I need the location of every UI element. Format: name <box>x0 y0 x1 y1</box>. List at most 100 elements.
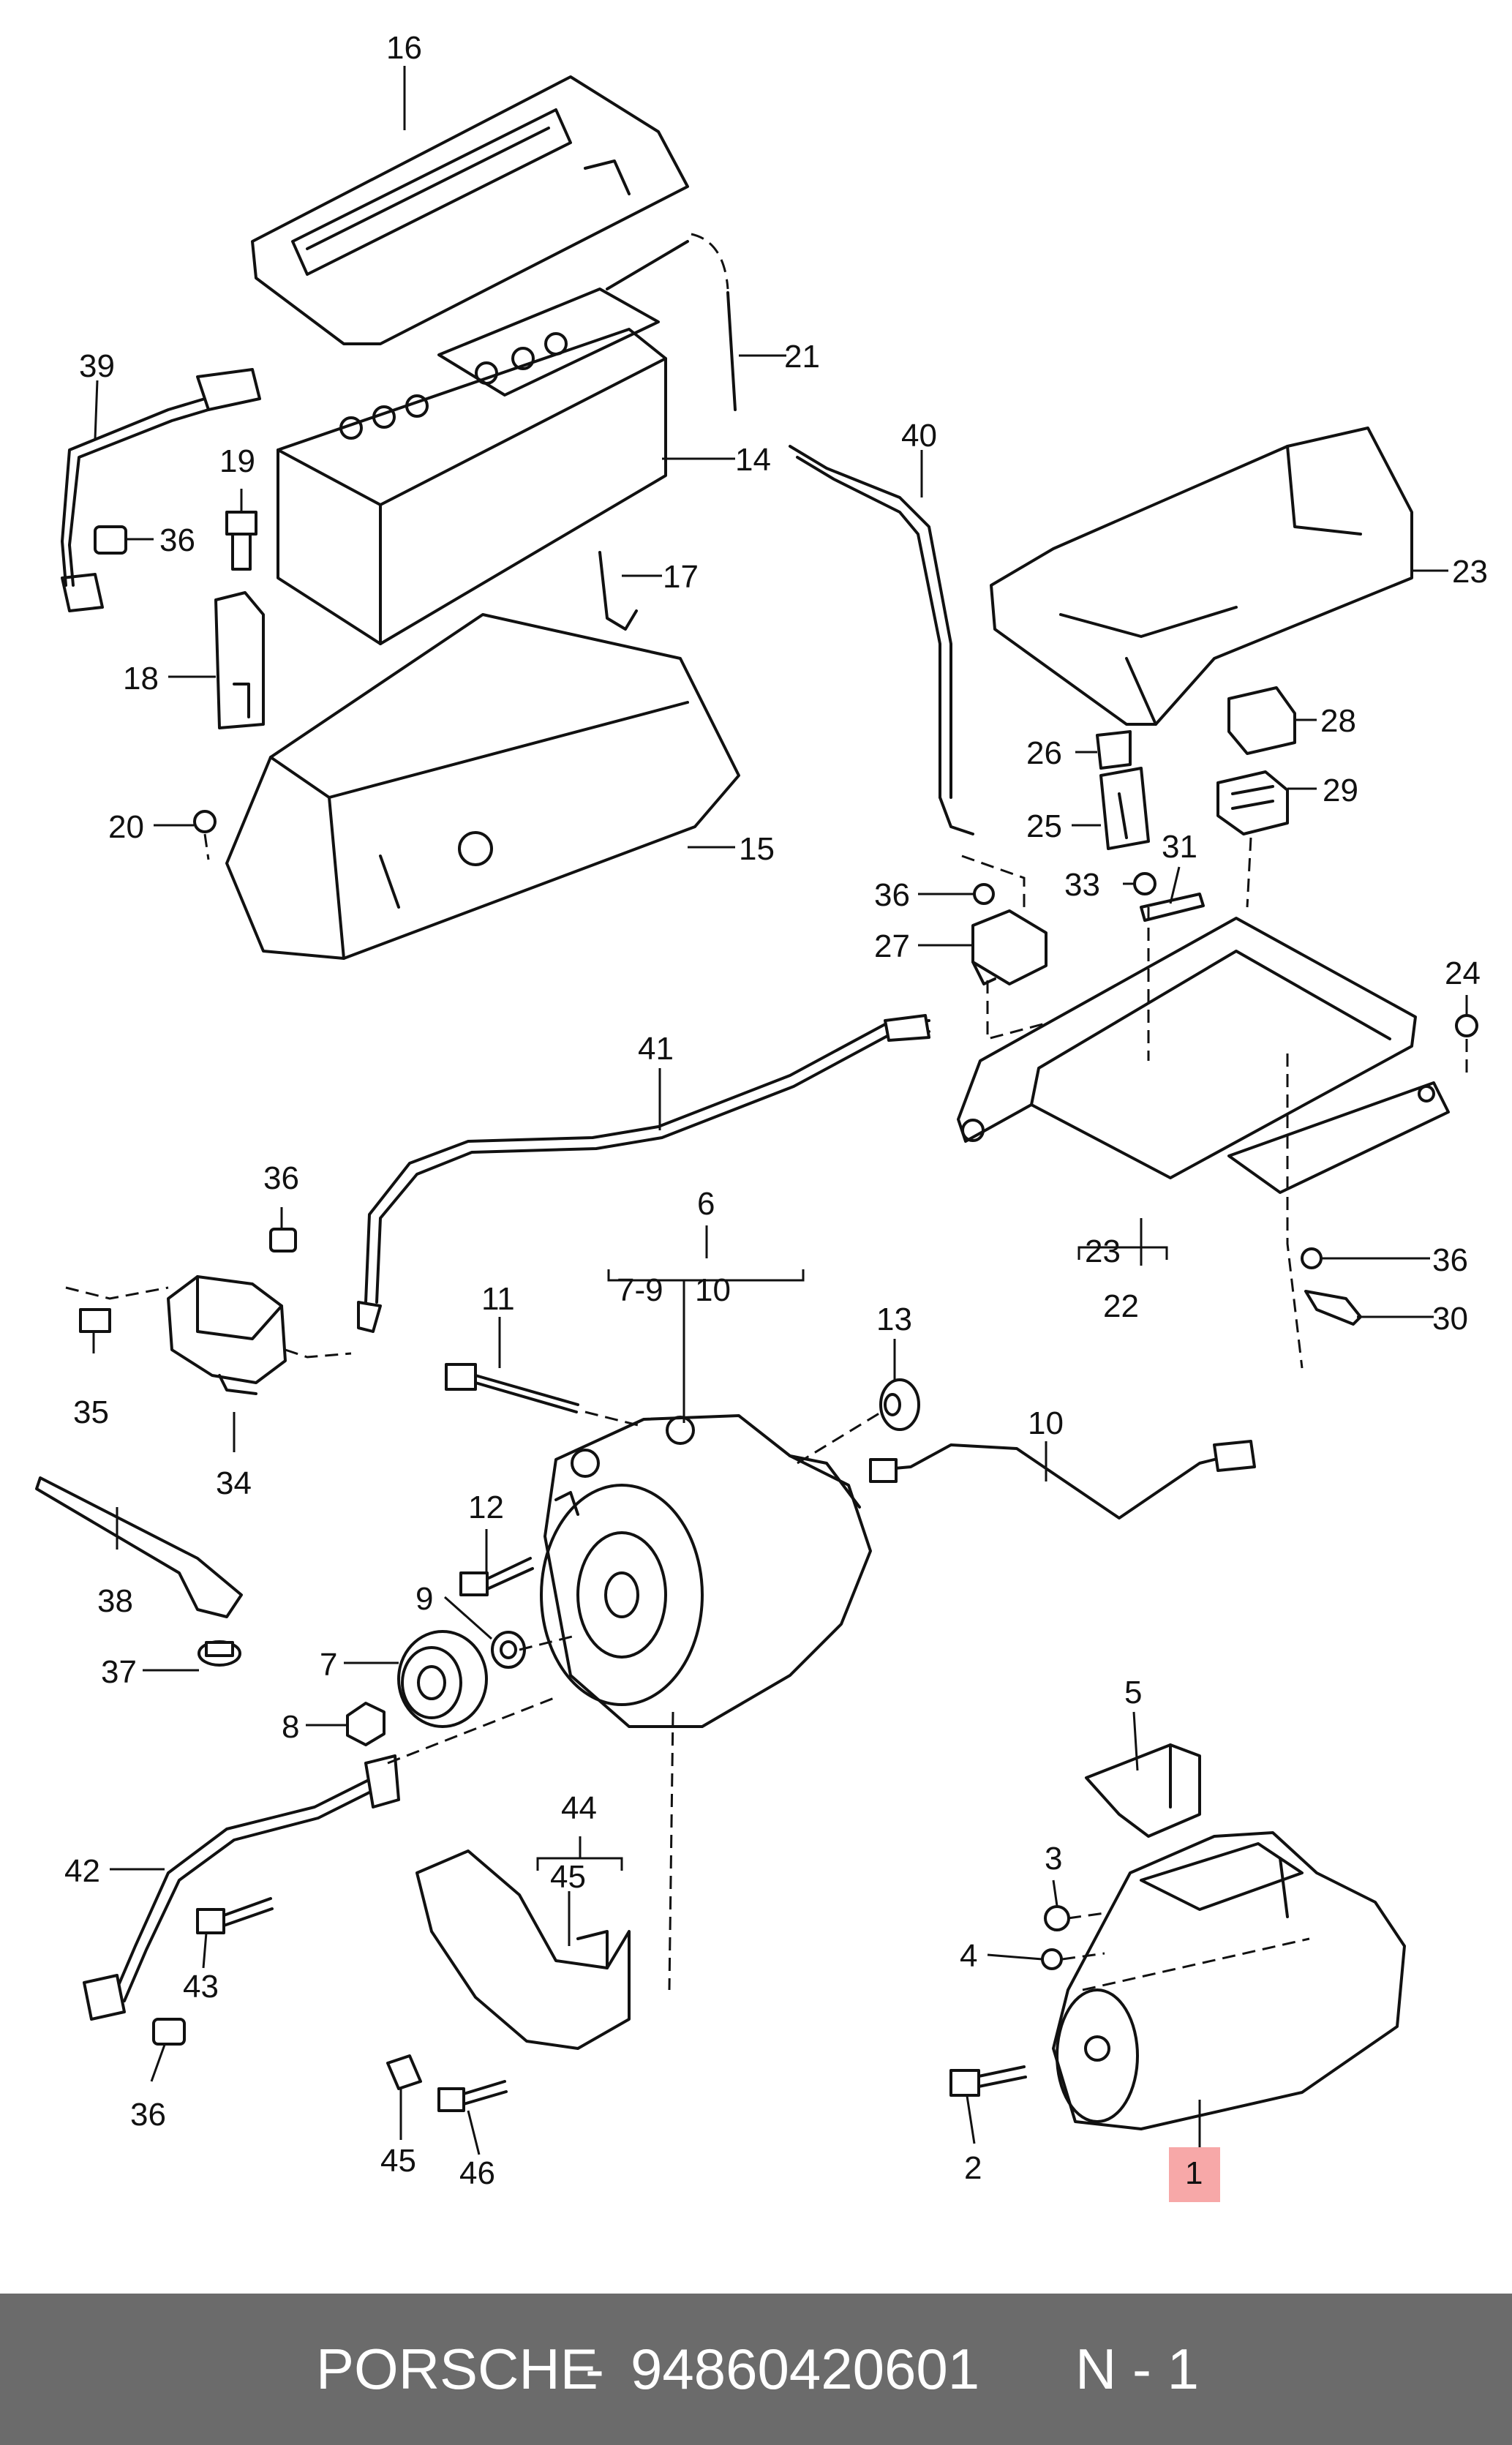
callout-42[interactable]: 42 <box>64 1853 100 1889</box>
callout-27[interactable]: 27 <box>874 928 910 964</box>
callout-36[interactable]: 36 <box>130 2097 166 2133</box>
callout-26[interactable]: 26 <box>1026 735 1062 771</box>
nut-part-37[interactable] <box>198 1640 241 1667</box>
callout-4[interactable]: 4 <box>960 1938 977 1974</box>
callout-30[interactable]: 30 <box>1432 1301 1468 1337</box>
callout-1[interactable]: 1 <box>1185 2155 1203 2191</box>
bolt-part-43[interactable] <box>196 1897 274 1934</box>
callout-10[interactable]: 10 <box>1028 1405 1064 1441</box>
callout-17[interactable]: 17 <box>663 559 699 595</box>
callout-25[interactable]: 25 <box>1026 808 1062 844</box>
callout-12[interactable]: 12 <box>468 1490 504 1525</box>
callout-11[interactable]: 11 <box>481 1281 515 1317</box>
callout-23[interactable]: 23 <box>1085 1233 1121 1269</box>
bolt-part-11[interactable] <box>445 1363 579 1413</box>
bolt-part-19[interactable] <box>225 511 257 571</box>
bolt-part-35[interactable] <box>65 1286 169 1333</box>
callout-36[interactable]: 36 <box>874 877 910 913</box>
callout-5[interactable]: 5 <box>1124 1675 1142 1710</box>
callout-41[interactable]: 41 <box>638 1031 674 1067</box>
ground-cable-part-39[interactable] <box>61 368 261 612</box>
nut-part-8[interactable] <box>346 1702 385 1746</box>
relay-socket-part-29[interactable] <box>1216 770 1289 835</box>
callout-35[interactable]: 35 <box>73 1394 109 1430</box>
callout-8[interactable]: 8 <box>282 1709 299 1745</box>
nut-part-4[interactable] <box>1041 1948 1063 1970</box>
callout-22[interactable]: 22 <box>1103 1288 1139 1324</box>
fuse-holder-part-25[interactable] <box>1099 767 1150 850</box>
callout-10[interactable]: 10 <box>695 1272 731 1308</box>
nut-part-33[interactable] <box>1133 872 1156 895</box>
callout-7-9[interactable]: 7-9 <box>617 1272 663 1308</box>
heat-shield-part-44[interactable] <box>415 1849 631 2050</box>
nut-part-36b[interactable] <box>973 883 995 905</box>
callout-33[interactable]: 33 <box>1064 867 1100 903</box>
callout-40[interactable]: 40 <box>901 418 937 454</box>
bushing-part-13[interactable] <box>879 1378 920 1431</box>
callout-34[interactable]: 34 <box>216 1465 252 1501</box>
callout-2[interactable]: 2 <box>964 2150 982 2186</box>
retaining-bracket-part[interactable] <box>214 591 265 729</box>
relay-part-28[interactable] <box>1227 686 1296 755</box>
callout-39[interactable]: 39 <box>79 348 115 384</box>
nut-part-36c[interactable] <box>269 1228 297 1252</box>
callout-37[interactable]: 37 <box>101 1654 137 1690</box>
callout-19[interactable]: 19 <box>219 443 255 479</box>
nut-part-20[interactable] <box>193 810 217 860</box>
callout-18[interactable]: 18 <box>123 661 159 696</box>
callout-45[interactable]: 45 <box>380 2143 416 2179</box>
nut-part-36d[interactable] <box>1301 1247 1323 1269</box>
washer-part-9[interactable] <box>491 1631 526 1669</box>
clip-part-45[interactable] <box>386 2054 422 2090</box>
callout-43[interactable]: 43 <box>183 1969 219 2005</box>
callout-29[interactable]: 29 <box>1323 773 1358 808</box>
callout-16[interactable]: 16 <box>386 30 422 66</box>
callout-28[interactable]: 28 <box>1320 703 1356 739</box>
callout-9[interactable]: 9 <box>415 1581 433 1617</box>
bolt-part-46[interactable] <box>437 2080 508 2112</box>
starter-motor-part-1[interactable] <box>1052 1831 1406 2130</box>
cover-part-5[interactable] <box>1085 1743 1201 1838</box>
cable-part-42[interactable] <box>83 1754 400 2021</box>
callout-15[interactable]: 15 <box>739 831 775 867</box>
callout-31[interactable]: 31 <box>1162 829 1197 865</box>
callout-24[interactable]: 24 <box>1445 955 1481 991</box>
control-unit-part-27[interactable] <box>971 909 1048 985</box>
callout-13[interactable]: 13 <box>876 1302 912 1337</box>
battery-cover-part[interactable] <box>251 75 689 345</box>
nut-part-3[interactable] <box>1044 1905 1070 1931</box>
callout-23[interactable]: 23 <box>1452 554 1488 590</box>
callout-14[interactable]: 14 <box>735 442 771 478</box>
pulley-part-7[interactable] <box>397 1630 488 1728</box>
callout-21[interactable]: 21 <box>784 339 820 375</box>
clamp-part-17[interactable] <box>598 551 638 631</box>
callout-36[interactable]: 36 <box>159 522 195 558</box>
clip-part-30[interactable] <box>1304 1290 1362 1326</box>
fusebox-base-part-22[interactable] <box>957 917 1450 1194</box>
battery-tray-part[interactable] <box>225 613 740 960</box>
fusebox-cover-part-23[interactable] <box>990 427 1413 726</box>
callout-38[interactable]: 38 <box>97 1583 133 1619</box>
bolt-part-12[interactable] <box>459 1557 534 1596</box>
callout-44[interactable]: 44 <box>561 1790 597 1826</box>
positive-cable-part-40[interactable] <box>789 445 1026 907</box>
starter-cable-part-41[interactable] <box>357 1014 930 1333</box>
nut-part-24[interactable] <box>1455 1014 1478 1075</box>
callout-36[interactable]: 36 <box>263 1160 299 1196</box>
hold-down-spring-part[interactable] <box>606 233 737 411</box>
callout-3[interactable]: 3 <box>1045 1841 1062 1877</box>
callout-46[interactable]: 46 <box>459 2155 495 2191</box>
nut-part-36e[interactable] <box>152 2018 186 2046</box>
callout-20[interactable]: 20 <box>108 809 144 845</box>
callout-7[interactable]: 7 <box>320 1647 337 1683</box>
bolt-part-2[interactable] <box>949 2065 1027 2097</box>
clip-part-31[interactable] <box>1140 893 1205 922</box>
callout-45[interactable]: 45 <box>550 1859 586 1895</box>
relay-part-34[interactable] <box>167 1275 287 1395</box>
callout-36[interactable]: 36 <box>1432 1242 1468 1278</box>
alternator-part-6[interactable] <box>540 1414 872 1728</box>
battery-part[interactable] <box>277 288 667 645</box>
nut-part-36a[interactable] <box>94 525 127 555</box>
callout-6[interactable]: 6 <box>697 1186 715 1222</box>
bracket-part-38[interactable] <box>35 1476 243 1618</box>
